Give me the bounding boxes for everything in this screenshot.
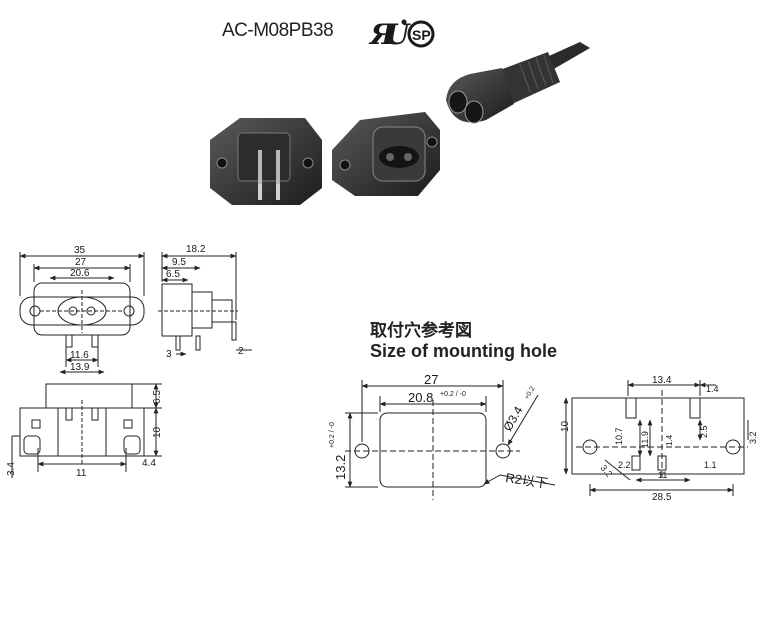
hole-tol-13-2: +0.2 / -0 xyxy=(329,422,336,448)
pcb-dim-13-4: 13.4 xyxy=(652,375,672,386)
pcb-dim-11-9: 11.9 xyxy=(640,431,650,448)
dim-6-5-bottom: 6.5 xyxy=(152,390,163,404)
dim-35: 35 xyxy=(74,245,86,256)
dim-3-4: 3.4 xyxy=(6,462,17,476)
mounting-hole-title-en: Size of mounting hole xyxy=(370,341,557,361)
csa-mark-icon: SP xyxy=(407,20,435,48)
ur-mark-icon: Я U xyxy=(368,18,411,51)
dim-20-6: 20.6 xyxy=(70,268,90,279)
dim-11-bottom: 11 xyxy=(76,468,87,479)
pcb-layout-drawing xyxy=(563,380,749,496)
pcb-dim-2-5: 2.5 xyxy=(699,425,709,438)
pcb-dim-28-5: 28.5 xyxy=(652,492,672,503)
hole-dim-20-8: 20.8 xyxy=(408,390,433,405)
dim-27: 27 xyxy=(75,257,87,268)
dim-9-5: 9.5 xyxy=(172,257,186,268)
pcb-dim-10-7: 10.7 xyxy=(614,427,624,445)
hole-dim-13-2: 13.2 xyxy=(333,455,348,480)
dim-18-2: 18.2 xyxy=(186,244,206,255)
svg-text:Я: Я xyxy=(368,18,396,51)
pcb-dim-1-4b: 1.4 xyxy=(665,434,674,446)
pcb-dim-1-1: 1.1 xyxy=(704,460,717,470)
hole-dim-27: 27 xyxy=(424,372,438,387)
hole-diameter-tol: +0.2 xyxy=(524,385,537,401)
dim-4-4: 4.4 xyxy=(142,458,156,469)
dim-13-9: 13.9 xyxy=(70,362,90,373)
dim-11-6: 11.6 xyxy=(70,350,89,361)
model-number: AC-M08PB38 xyxy=(222,20,334,41)
mounting-hole-title-jp: 取付穴参考図 xyxy=(370,321,472,341)
hole-diameter: Ø3.4 xyxy=(500,404,525,434)
svg-text:SP: SP xyxy=(412,27,431,43)
front-view-drawing xyxy=(19,252,145,375)
pcb-dim-11: 11 xyxy=(658,470,667,480)
pcb-dim-1-4: 1.4 xyxy=(706,384,719,394)
dim-2: 2 xyxy=(238,346,244,357)
dim-6-5-side: 6.5 xyxy=(166,269,180,280)
pcb-dim-2-2: 2.2 xyxy=(618,460,631,470)
mounting-hole-drawing xyxy=(345,380,556,500)
svg-text:U: U xyxy=(385,18,411,51)
product-photo-socket-pcb xyxy=(210,118,322,205)
dim-3: 3 xyxy=(166,349,172,360)
product-photo-plug-cord xyxy=(446,42,590,124)
hole-tol-20-8: +0.2 / -0 xyxy=(440,391,466,398)
pcb-dim-3-2: 3.2 xyxy=(748,431,758,444)
bottom-view-drawing xyxy=(11,383,162,478)
side-view-drawing xyxy=(158,252,252,357)
pcb-dim-10: 10 xyxy=(560,420,571,432)
product-photo-socket-front xyxy=(332,112,440,196)
dim-10-bottom: 10 xyxy=(152,426,163,438)
radius-note: R2以下 xyxy=(505,470,549,491)
